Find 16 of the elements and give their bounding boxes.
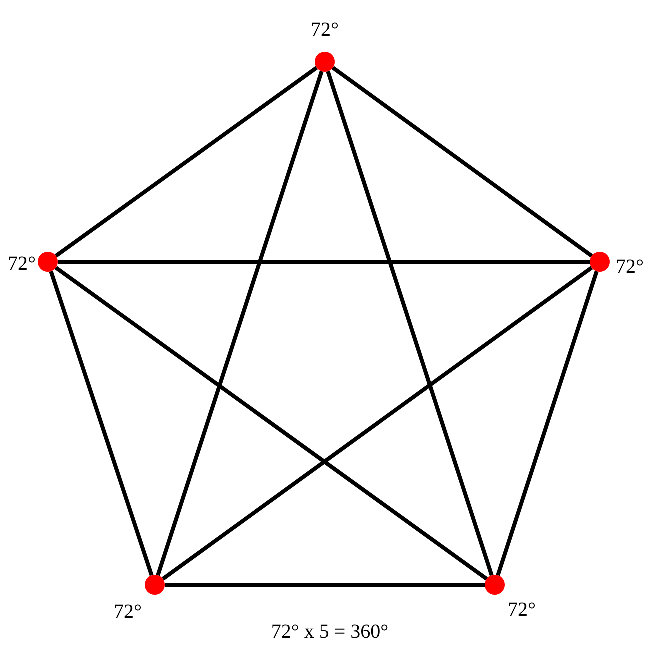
angle-label: 72° <box>616 257 644 277</box>
connecting-line <box>54 66 318 258</box>
equation-label: 72° x 5 = 360° <box>271 622 389 642</box>
connecting-line <box>496 270 599 576</box>
connecting-line <box>165 583 485 587</box>
angle-label: 72° <box>508 600 536 620</box>
connecting-line <box>49 270 154 576</box>
connecting-line <box>54 266 488 581</box>
connecting-line <box>162 266 594 581</box>
connecting-line <box>332 66 594 258</box>
angle-label: 72° <box>8 254 36 274</box>
connecting-line <box>156 70 324 576</box>
angle-label: 72° <box>311 20 339 40</box>
angle-label: 72° <box>114 602 142 622</box>
connecting-line <box>58 260 590 264</box>
connecting-line <box>326 70 494 576</box>
